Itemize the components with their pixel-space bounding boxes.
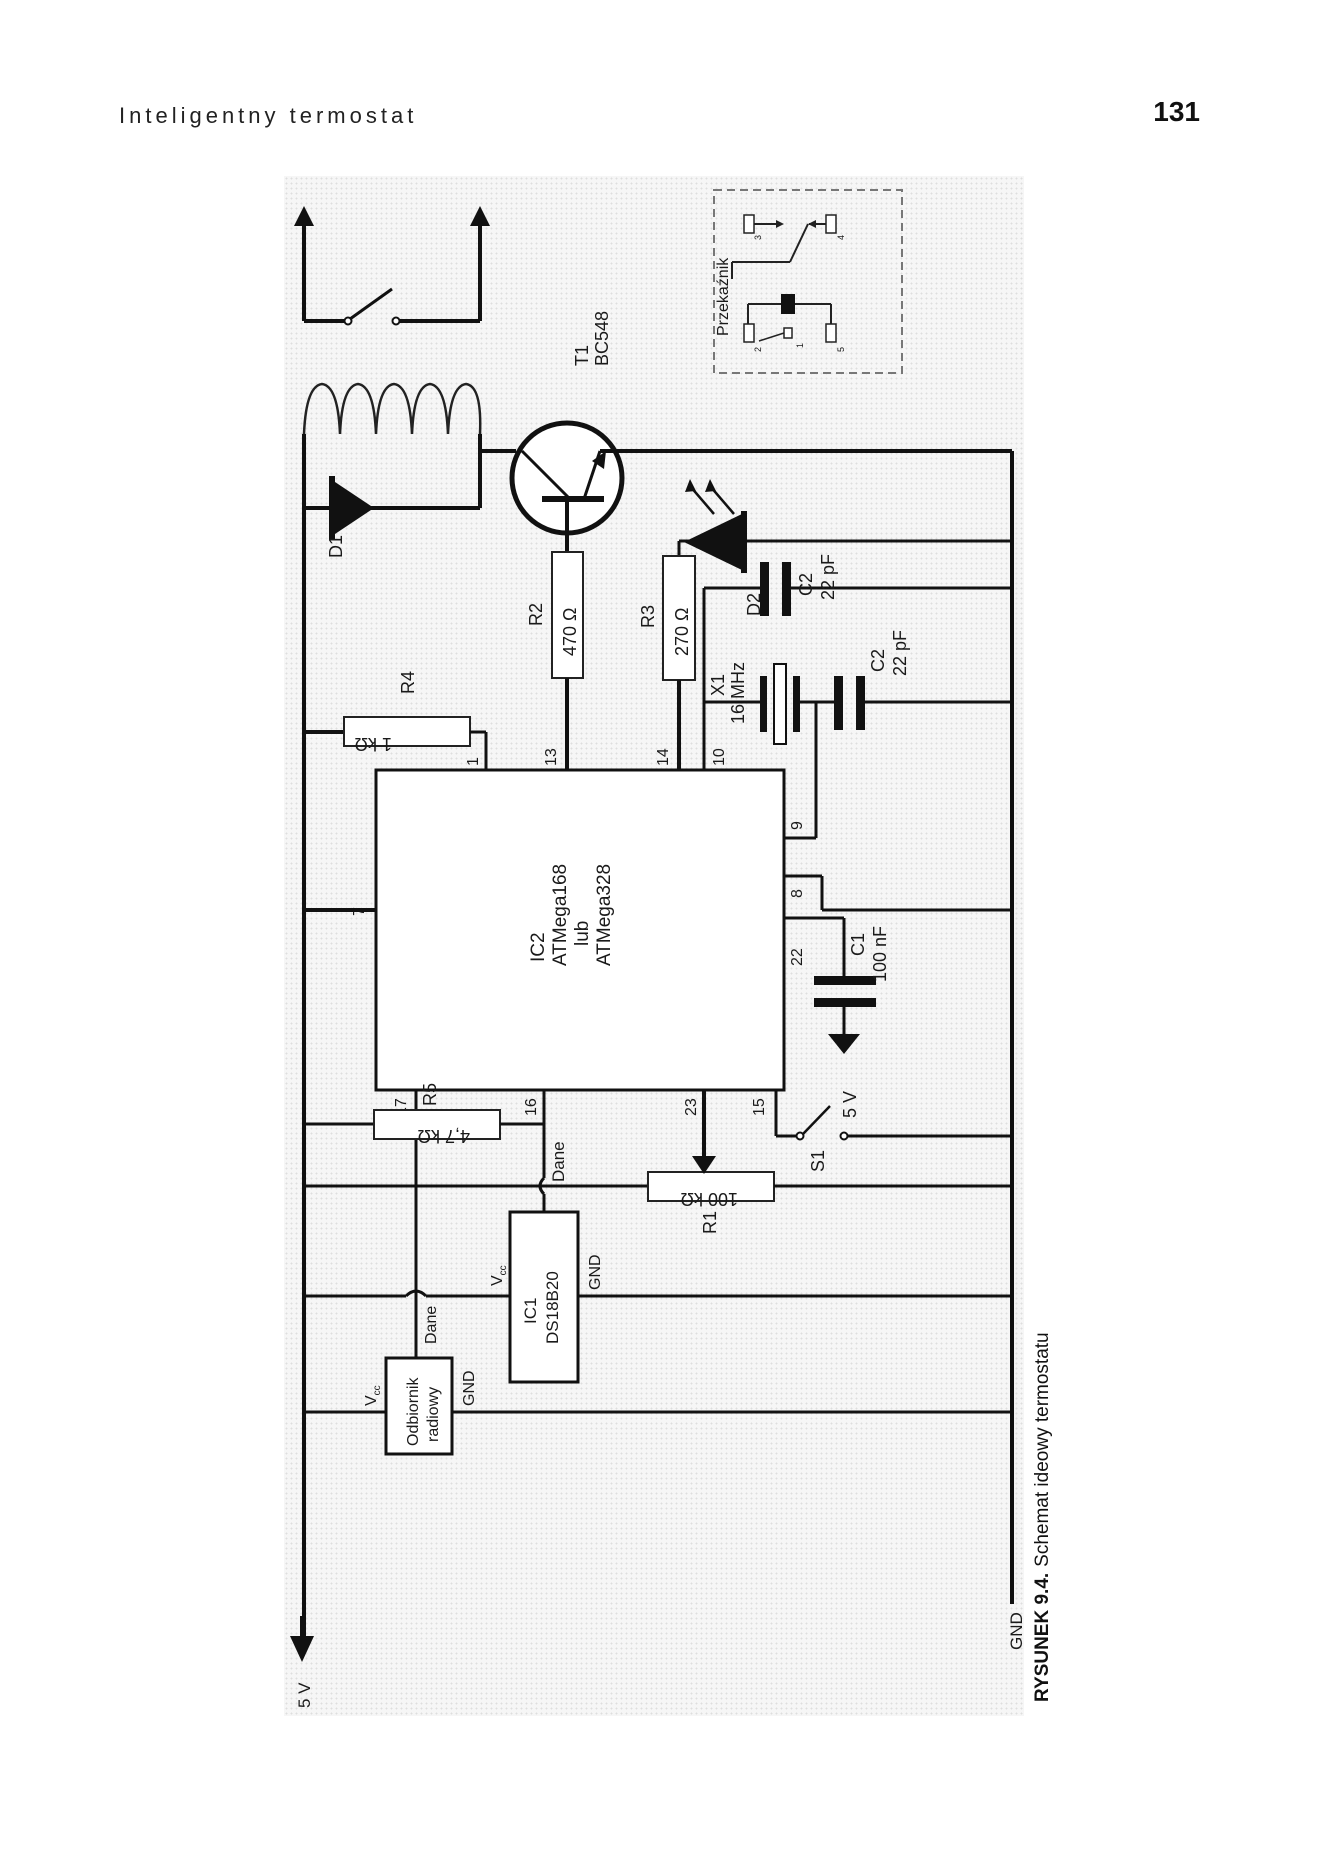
ic1-name-label: IC1 <box>521 1298 540 1324</box>
relay-pin-2: 2 <box>753 347 763 352</box>
r2-value-label: 470 Ω <box>560 608 580 657</box>
pin-16-label: 16 <box>523 1098 540 1116</box>
circuit-schematic: D1 T1 BC548 Przekaźnik 3 4 2 1 5 <box>290 189 1024 1708</box>
r2-name-label: R2 <box>526 603 546 626</box>
ic2-part-label: ATMega168 <box>550 864 571 966</box>
pin-8-label: 8 <box>789 889 806 898</box>
r4-value-label: 1 kΩ <box>355 734 392 754</box>
relay-coil <box>302 382 482 508</box>
5v-rail-label: 5 V <box>295 1682 314 1708</box>
relay-pin-1: 1 <box>795 343 805 348</box>
r5-name-label: R5 <box>420 1083 440 1106</box>
r3-name-label: R3 <box>638 605 658 628</box>
relay-pin-3: 3 <box>753 235 763 240</box>
radio-receiver <box>304 1296 1012 1456</box>
ic1-gnd-label: GND <box>587 1254 604 1290</box>
d2-label: D2 <box>744 593 764 616</box>
r5-value-label: 4,7 kΩ <box>418 1126 470 1146</box>
figure-caption-text: RYSUNEK 9.4.Schemat ideowy termostatu <box>1032 1332 1053 1702</box>
pin-22-label: 22 <box>789 948 806 966</box>
dane-data-line <box>538 1090 546 1212</box>
capacitor-c1 <box>814 976 876 1054</box>
relay-pin-4: 4 <box>836 235 846 240</box>
c1-value-label: 100 nF <box>870 926 890 982</box>
circuit-schematic-figure: D1 T1 BC548 Przekaźnik 3 4 2 1 5 <box>284 176 1024 1716</box>
receiver-gnd-label: GND <box>461 1370 478 1406</box>
r3-value-label: 270 Ω <box>672 608 692 657</box>
t1-part-label: BC548 <box>592 311 612 366</box>
pin-14-label: 14 <box>655 748 672 766</box>
diode-d1 <box>304 476 480 540</box>
resistor-r5 <box>304 1090 544 1296</box>
pin-10-label: 10 <box>711 748 728 766</box>
resistor-r2 <box>551 551 584 770</box>
ic2-body <box>374 768 786 1092</box>
relay-label: Przekaźnik <box>715 257 732 336</box>
ic1-part-label: DS18B20 <box>543 1271 562 1344</box>
c2-lower-value: 22 pF <box>890 630 910 676</box>
c2-upper-name: C2 <box>796 573 816 596</box>
t1-name-label: T1 <box>572 345 592 366</box>
ic1-vcc-label: Vcc <box>489 1265 509 1286</box>
external-load-switch <box>294 206 490 326</box>
c2-upper-value: 22 pF <box>818 554 838 600</box>
running-title: Inteligentny termostat <box>119 103 418 128</box>
ic2-wiring <box>304 874 1012 976</box>
x1-name-label: X1 <box>708 674 728 696</box>
resistor-r3 <box>662 555 696 770</box>
5v-arrow-icon <box>290 1636 314 1662</box>
r1-name-label: R1 <box>700 1211 720 1234</box>
capacitor-c2-upper <box>702 562 1012 770</box>
ic2-or-label: lub <box>572 921 593 946</box>
pin-9-label: 9 <box>789 821 806 830</box>
ic1-sensor <box>304 1210 1012 1384</box>
d1-label: D1 <box>326 535 346 558</box>
pin-15-label: 15 <box>751 1098 768 1116</box>
receiver-vcc-label: Vcc <box>363 1385 383 1406</box>
r1-value-label: 100 kΩ <box>681 1189 739 1209</box>
dane-label-ic1: Dane <box>549 1141 568 1182</box>
resistor-r4 <box>304 716 488 770</box>
receiver-label-line2: radiowy <box>425 1387 442 1442</box>
s1-label: S1 <box>808 1150 828 1172</box>
pin-13-label: 13 <box>543 748 560 766</box>
pin-1-label: 1 <box>465 757 482 766</box>
resistor-r1 <box>304 1090 1012 1202</box>
c1-name-label: C1 <box>848 933 868 956</box>
crystal-x1 <box>704 663 834 745</box>
dane-label-receiver: Dane <box>423 1306 440 1344</box>
relay-pin-5: 5 <box>836 347 846 352</box>
receiver-label-line1: Odbiornik <box>405 1377 422 1446</box>
c2-lower-name: C2 <box>868 649 888 672</box>
gnd-rail-label: GND <box>1007 1612 1024 1650</box>
switch-s1 <box>774 1090 1012 1141</box>
pin-23-label: 23 <box>683 1098 700 1116</box>
c1-5v-label: 5 V <box>840 1091 860 1118</box>
led-d2 <box>677 479 1012 573</box>
ic2-alt-label: ATMega328 <box>594 864 615 966</box>
ic2-name-label: IC2 <box>528 932 549 962</box>
c1-5v-arrow-icon <box>828 1034 860 1054</box>
page-number: 131 <box>1153 96 1200 127</box>
x1-value-label: 16 MHz <box>728 662 748 724</box>
relay-inset-box <box>713 189 903 374</box>
transistor-t1 <box>480 420 1012 552</box>
figure-caption: RYSUNEK 9.4.Schemat ideowy termostatu <box>1032 1332 1053 1702</box>
r4-name-label: R4 <box>398 671 418 694</box>
capacitor-c2-lower <box>784 676 1012 840</box>
